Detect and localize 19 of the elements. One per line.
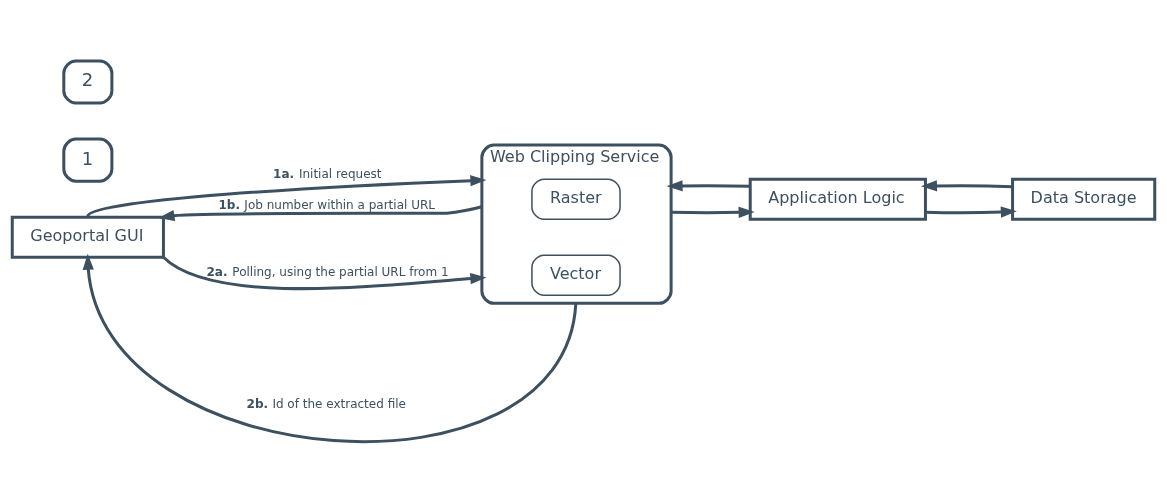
arrow xyxy=(162,256,487,291)
arrow xyxy=(925,206,1017,218)
arrow xyxy=(666,180,751,192)
edge-label: 2a. Polling, using the partial URL from 1 xyxy=(206,264,449,279)
edge-label: 2b. Id of the extracted file xyxy=(246,397,406,412)
node-box: 2 xyxy=(62,59,114,105)
arrow xyxy=(86,175,487,218)
edge-label: 1a. Initial request xyxy=(273,166,382,181)
arrow xyxy=(671,206,755,218)
node-box: Geoportal GUI xyxy=(10,215,165,259)
node-box: 1 xyxy=(62,137,114,183)
node-box: Vector xyxy=(531,254,621,297)
arrow xyxy=(920,180,1013,192)
node-box: Application Logic xyxy=(748,177,927,221)
arrow xyxy=(158,205,483,222)
arrow xyxy=(82,253,578,443)
node-box: Data Storage xyxy=(1011,177,1157,221)
node-box: Raster xyxy=(531,178,621,220)
edge-label: 1b. Job number within a partial URL xyxy=(218,197,435,212)
